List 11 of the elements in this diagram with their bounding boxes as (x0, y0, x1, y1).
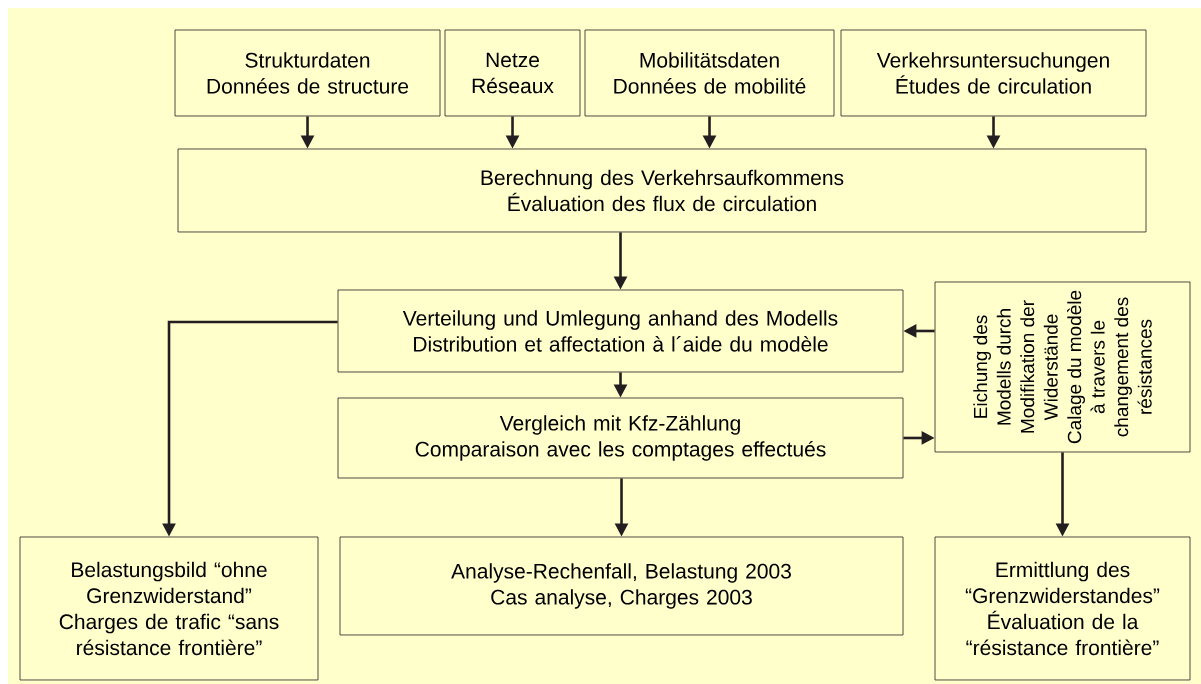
process-box: Vergleich mit Kfz-Zählung Comparaison avec les comptages effectués (337, 397, 904, 479)
process-box: Analyse-Rechenfall, Belastung 2003 Cas analyse, Charges 2003 (339, 536, 904, 636)
calibration-box: Eichung des Modells durch Modifikation der Widerstände Calage du modèle à travers le changement des résistances (934, 281, 1191, 453)
process-box: Belastungsbild “ohne Grenzwiderstand” Charges de trafic “sans résistance frontière” (19, 536, 319, 681)
process-box: Verkehrsuntersuchungen Études de circulation (840, 29, 1147, 117)
process-box: Ermittlung des “Grenzwiderstandes” Évaluation de la “résistance frontière” (934, 536, 1191, 681)
process-box: Netze Réseaux (444, 29, 581, 117)
process-box: Strukturdaten Données de structure (174, 29, 441, 117)
process-box: Verteilung und Umlegung anhand des Modells Distribution et affectation à l´aide du modèle (337, 289, 904, 373)
process-box: Mobilitätsdaten Données de mobilité (584, 29, 835, 117)
process-box: Berechnung des Verkehrsaufkommens Évaluation des flux de circulation (177, 148, 1147, 233)
